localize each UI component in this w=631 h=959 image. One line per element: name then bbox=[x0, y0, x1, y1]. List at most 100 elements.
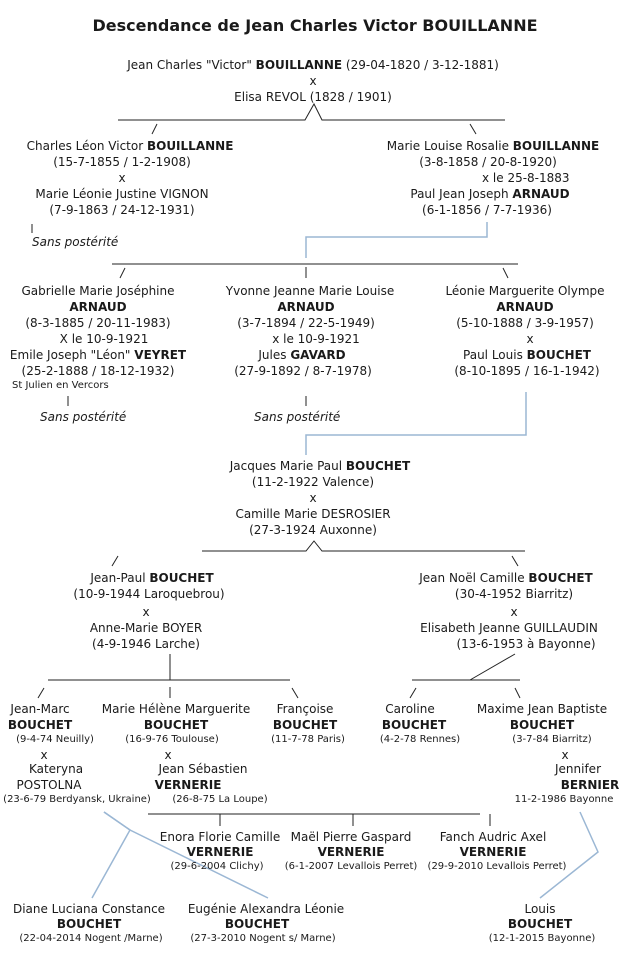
surname-eugenie: BOUCHET bbox=[224, 917, 290, 931]
person-gabrielle-arnaud: Gabrielle Marie Joséphine bbox=[21, 284, 175, 298]
surname-enora: VERNERIE bbox=[186, 845, 254, 859]
dates-louis: (12-1-2015 Bayonne) bbox=[488, 933, 596, 944]
person-francoise: Françoise bbox=[276, 702, 334, 716]
dates-charles: (15-7-1855 / 1-2-1908) bbox=[53, 155, 191, 169]
dates-jean-sebastien: (26-8-75 La Loupe) bbox=[172, 794, 268, 805]
dates-jean-marc: (9-4-74 Neuilly) bbox=[16, 734, 94, 745]
surname-jean-sebastien: VERNERIE bbox=[154, 778, 222, 792]
surname-diane: BOUCHET bbox=[56, 917, 122, 931]
descent-link-louis bbox=[539, 811, 599, 899]
dates-mael: (6-1-2007 Levallois Perret) bbox=[284, 861, 418, 872]
person-camille-desrosier: Camille Marie DESROSIER bbox=[235, 507, 391, 521]
marriage-marker: x bbox=[118, 171, 126, 185]
person-leon-veyret: Emile Joseph "Léon" VEYRET bbox=[9, 348, 187, 362]
dates-camille: (27-3-1924 Auxonne) bbox=[249, 523, 377, 537]
descent-link-eugenie bbox=[103, 811, 269, 899]
person-leonie-arnaud: Léonie Marguerite Olympe bbox=[445, 284, 605, 298]
person-paul-arnaud: Paul Jean Joseph ARNAUD bbox=[410, 187, 570, 201]
person-jean-marc: Jean-Marc bbox=[10, 702, 70, 716]
marriage-marker: x bbox=[510, 605, 518, 619]
person-kateryna: Kateryna bbox=[28, 762, 84, 776]
person-jean-paul-bouchet: Jean-Paul BOUCHET bbox=[90, 571, 214, 585]
dates-yvonne: (3-7-1894 / 22-5-1949) bbox=[237, 316, 375, 330]
person-eugenie: Eugénie Alexandra Léonie bbox=[187, 902, 345, 916]
person-maxime: Maxime Jean Baptiste bbox=[476, 702, 608, 716]
no-descendants-note: Sans postérité bbox=[32, 235, 119, 249]
marriage-date: x le 25-8-1883 bbox=[482, 171, 570, 185]
dates-paul-louis: (8-10-1895 / 16-1-1942) bbox=[454, 364, 600, 378]
person-marie-louise-bouillanne: Marie Louise Rosalie BOUILLANNE bbox=[386, 139, 600, 153]
dates-jean-noel: (30-4-1952 Biarritz) bbox=[454, 587, 574, 601]
marriage-marker: x bbox=[309, 491, 317, 505]
surname-louis: BOUCHET bbox=[507, 917, 573, 931]
person-louis: Louis bbox=[524, 902, 556, 916]
person-elisabeth-guillaudin: Elisabeth Jeanne GUILLAUDIN bbox=[420, 621, 598, 635]
dates-marie-helene: (16-9-76 Toulouse) bbox=[125, 734, 219, 745]
surname-marie-helene: BOUCHET bbox=[143, 718, 209, 732]
dates-kateryna: (23-6-79 Berdyansk, Ukraine) bbox=[3, 794, 151, 805]
person-paul-louis-bouchet: Paul Louis BOUCHET bbox=[463, 348, 591, 362]
dates-leonie-vignon: (7-9-1863 / 24-12-1931) bbox=[49, 203, 195, 217]
surname-yvonne: ARNAUD bbox=[277, 300, 335, 314]
marriage-marker: x bbox=[561, 748, 569, 762]
dates-caroline: (4-2-78 Rennes) bbox=[379, 734, 461, 745]
page-title: Descendance de Jean Charles Victor BOUIL… bbox=[92, 16, 538, 35]
dates-jean-paul: (10-9-1944 Laroquebrou) bbox=[73, 587, 225, 601]
dates-diane: (22-04-2014 Nogent /Marne) bbox=[19, 933, 163, 944]
dates-jacques: (11-2-1922 Valence) bbox=[251, 475, 375, 489]
person-jules-gavard: Jules GAVARD bbox=[258, 348, 346, 362]
person-enora: Enora Florie Camille bbox=[159, 830, 281, 844]
person-yvonne-arnaud: Yvonne Jeanne Marie Louise bbox=[225, 284, 395, 298]
dates-fanch: (29-9-2010 Levallois Perret) bbox=[427, 861, 567, 872]
marriage-marker: x bbox=[526, 332, 534, 346]
surname-gabrielle: ARNAUD bbox=[69, 300, 127, 314]
dates-eugenie: (27-3-2010 Nogent s/ Marne) bbox=[190, 933, 336, 944]
person-victor-bouillanne: Jean Charles "Victor" BOUILLANNE (29-04-… bbox=[127, 58, 499, 72]
surname-mael: VERNERIE bbox=[317, 845, 385, 859]
person-jean-sebastien: Jean Sébastien bbox=[158, 762, 248, 776]
dates-leon-veyret: (25-2-1888 / 18-12-1932) bbox=[21, 364, 175, 378]
person-anne-marie-boyer: Anne-Marie BOYER bbox=[89, 621, 203, 635]
place-veyret: St Julien en Vercors bbox=[12, 380, 109, 391]
person-diane: Diane Luciana Constance bbox=[12, 902, 166, 916]
connector-gen0 bbox=[118, 102, 505, 121]
surname-jean-marc: BOUCHET bbox=[7, 718, 73, 732]
surname-fanch: VERNERIE bbox=[459, 845, 527, 859]
dates-anne-marie: (4-9-1946 Larche) bbox=[92, 637, 200, 651]
person-leonie-vignon: Marie Léonie Justine VIGNON bbox=[35, 187, 209, 201]
person-marie-helene: Marie Hélène Marguerite bbox=[101, 702, 251, 716]
surname-maxime: BOUCHET bbox=[509, 718, 575, 732]
dates-enora: (29-6-2004 Clichy) bbox=[170, 861, 264, 872]
dates-jules: (27-9-1892 / 8-7-1978) bbox=[234, 364, 372, 378]
marriage-marker: x bbox=[142, 605, 150, 619]
dates-elisabeth: (13-6-1953 à Bayonne) bbox=[456, 637, 596, 651]
surname-francoise: BOUCHET bbox=[272, 718, 338, 732]
person-caroline: Caroline bbox=[385, 702, 435, 716]
surname-jennifer: BERNIER bbox=[560, 778, 620, 792]
person-charles-bouillanne: Charles Léon Victor BOUILLANNE bbox=[26, 139, 234, 153]
person-jean-noel-bouchet: Jean Noël Camille BOUCHET bbox=[419, 571, 593, 585]
marriage-marker: x bbox=[40, 748, 48, 762]
marriage-date: X le 10-9-1921 bbox=[59, 332, 149, 346]
person-fanch: Fanch Audric Axel bbox=[439, 830, 547, 844]
dates-jennifer: 11-2-1986 Bayonne bbox=[514, 794, 614, 805]
surname-leonie-arnaud: ARNAUD bbox=[496, 300, 554, 314]
no-descendants-note: Sans postérité bbox=[40, 410, 127, 424]
dates-marie-louise: (3-8-1858 / 20-8-1920) bbox=[419, 155, 557, 169]
person-jacques-bouchet: Jacques Marie Paul BOUCHET bbox=[229, 459, 411, 473]
no-descendants-note: Sans postérité bbox=[254, 410, 341, 424]
dates-gabrielle: (8-3-1885 / 20-11-1983) bbox=[25, 316, 171, 330]
marriage-marker: x bbox=[164, 748, 172, 762]
person-jennifer: Jennifer bbox=[554, 762, 602, 776]
connector-gen3 bbox=[202, 540, 525, 552]
marriage-date: x le 10-9-1921 bbox=[272, 332, 360, 346]
person-elisa-revol: Elisa REVOL (1828 / 1901) bbox=[234, 90, 392, 104]
dates-maxime: (3-7-84 Biarritz) bbox=[512, 734, 592, 745]
dates-leonie-arnaud: (5-10-1888 / 3-9-1957) bbox=[456, 316, 594, 330]
marriage-marker: x bbox=[309, 74, 317, 88]
descent-link-arnaud bbox=[305, 222, 488, 258]
surname-caroline: BOUCHET bbox=[381, 718, 447, 732]
descent-link-diane bbox=[91, 811, 131, 899]
